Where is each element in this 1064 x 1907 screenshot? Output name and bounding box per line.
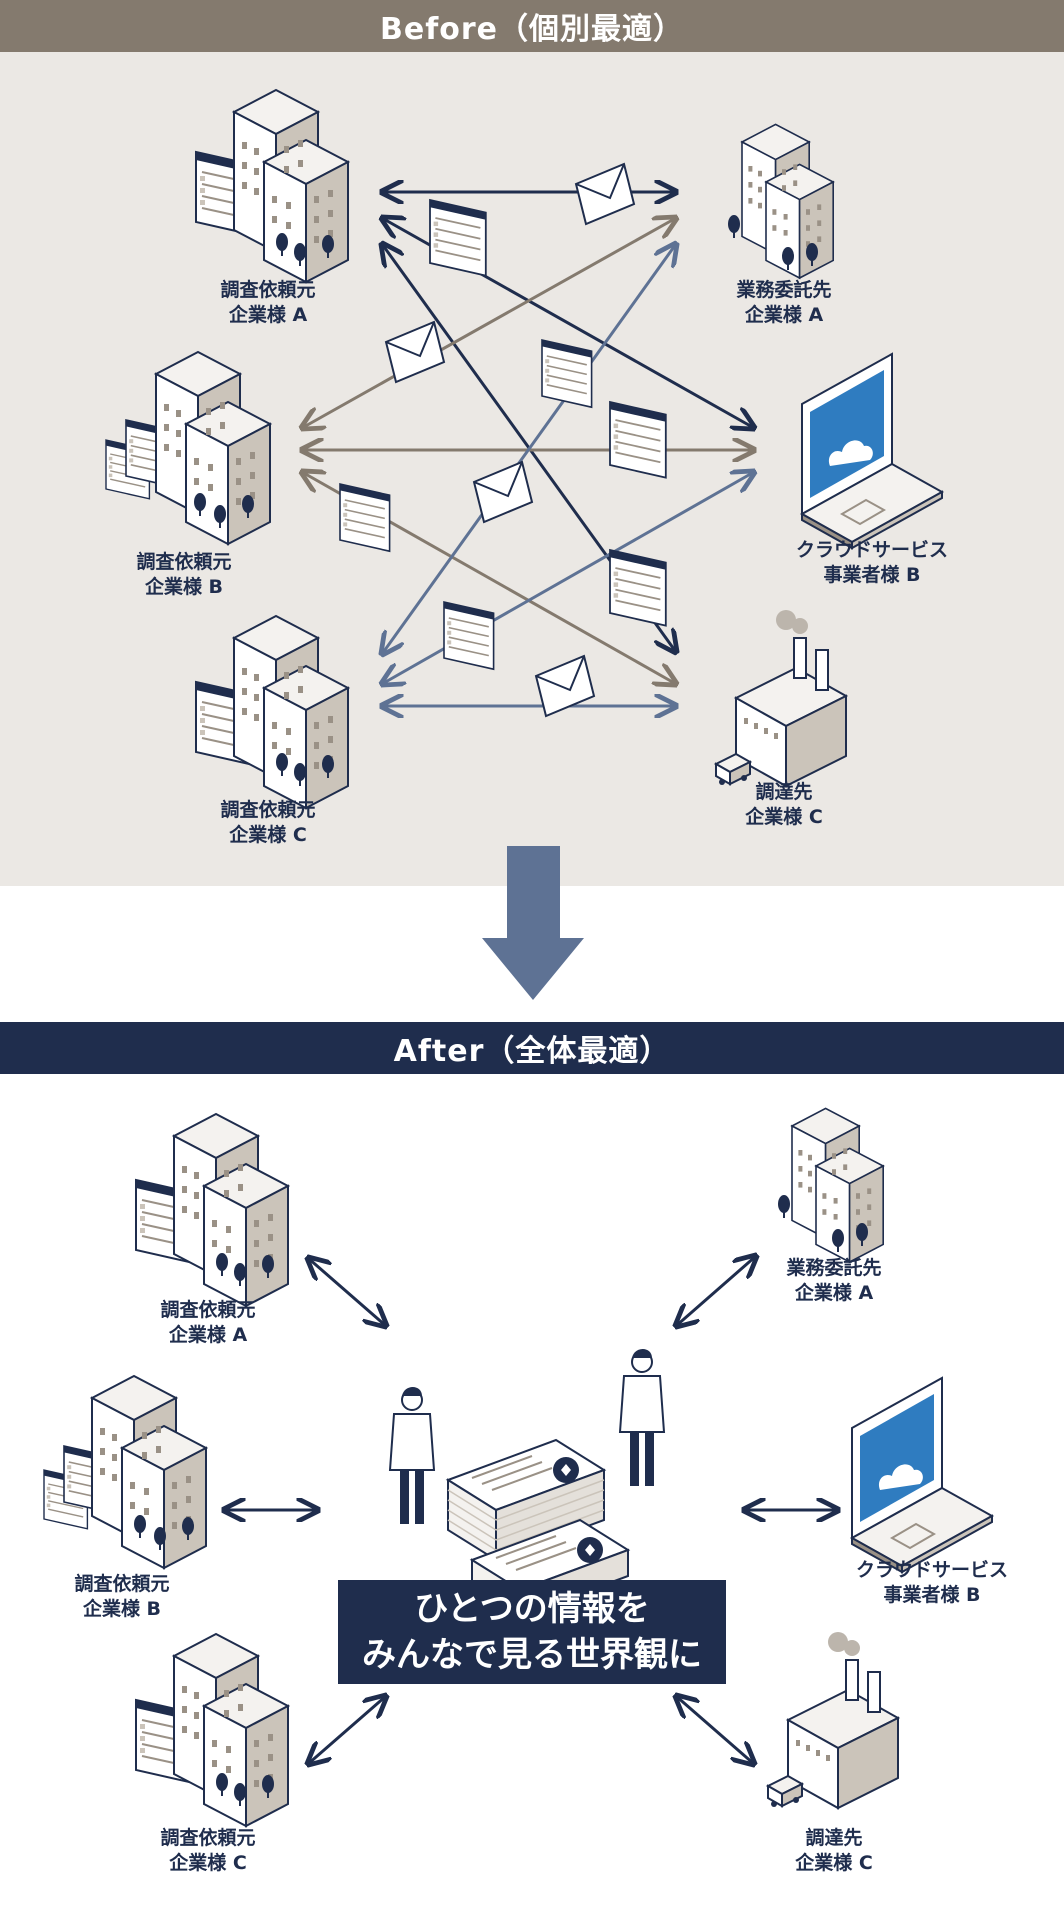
shared-info-illustration	[389, 1348, 665, 1618]
after-label-client-c: 調査依頼元 企業様 C	[160, 1827, 256, 1874]
before-title: Before（個別最適）	[379, 12, 685, 47]
after-label-supplier-c: 調達先 企業様 C	[795, 1827, 873, 1874]
arrow-supplier-c-center	[676, 1696, 754, 1764]
document-icon	[429, 199, 487, 277]
after-client-b	[43, 1375, 207, 1569]
before-cloud-b	[801, 353, 943, 549]
before-banner: Before（個別最適）	[0, 0, 1064, 52]
center-message-line2: みんなで見る世界観に	[362, 1635, 702, 1675]
after-client-c	[135, 1633, 289, 1827]
tree-icon	[777, 1194, 791, 1219]
document-icon	[541, 339, 593, 409]
before-label-contractor-a: 業務委託先 企業様 A	[736, 279, 832, 326]
document-icon	[609, 401, 667, 479]
document-stack-icon	[445, 1438, 607, 1562]
before-client-b	[105, 351, 271, 545]
arrow-client-a-center	[308, 1258, 386, 1326]
before-label-client-b: 調査依頼元 企業様 B	[136, 551, 232, 598]
building-icon	[155, 351, 271, 545]
transition-arrow-icon	[482, 846, 584, 1000]
before-label-client-a: 調査依頼元 企業様 A	[220, 279, 316, 326]
shared-info-message: ひとつの情報を みんなで見る世界観に	[338, 1580, 726, 1684]
after-label-client-b: 調査依頼元 企業様 B	[74, 1573, 170, 1620]
after-contractor-a	[777, 1107, 885, 1263]
document-icon	[339, 483, 391, 553]
before-client-c	[195, 615, 349, 809]
before-contractor-a	[727, 123, 835, 279]
building-icon	[173, 1633, 289, 1827]
after-title: After（全体最適）	[393, 1034, 671, 1069]
building-icon	[233, 89, 349, 283]
before-label-client-c: 調査依頼元 企業様 C	[220, 799, 316, 846]
person-doctor-icon	[389, 1386, 435, 1525]
arrow-client-c-center	[308, 1696, 386, 1764]
before-connections	[302, 192, 754, 706]
envelope-icon	[473, 461, 533, 523]
before-messages	[339, 163, 667, 717]
center-message-line1: ひとつの情報を	[414, 1589, 650, 1629]
laptop-cloud-icon	[801, 353, 943, 549]
person-presenter-icon	[619, 1348, 665, 1487]
factory-icon	[715, 609, 847, 787]
before-label-cloud-b: クラウドサービス 事業者様 B	[795, 539, 949, 586]
after-label-contractor-a: 業務委託先 企業様 A	[786, 1257, 882, 1304]
after-client-a	[135, 1113, 289, 1307]
before-supplier-c	[715, 609, 847, 787]
after-connections	[224, 1256, 838, 1764]
envelope-icon	[385, 321, 445, 383]
before-label-supplier-c: 調達先 企業様 C	[745, 781, 823, 828]
building-icon	[173, 1113, 289, 1307]
after-supplier-c	[767, 1631, 899, 1809]
after-cloud-b	[851, 1377, 993, 1573]
envelope-icon	[575, 163, 635, 225]
document-icon	[609, 549, 667, 627]
tree-icon	[727, 214, 741, 239]
after-banner: After（全体最適）	[0, 1022, 1064, 1074]
building-icon	[233, 615, 349, 809]
arrow-contractor-a-center	[676, 1256, 756, 1326]
after-label-cloud-b: クラウドサービス 事業者様 B	[855, 1559, 1009, 1606]
after-label-client-a: 調査依頼元 企業様 A	[160, 1299, 256, 1346]
factory-icon	[767, 1631, 899, 1809]
laptop-cloud-icon	[851, 1377, 993, 1573]
before-client-a	[195, 89, 349, 283]
document-icon	[443, 601, 495, 671]
